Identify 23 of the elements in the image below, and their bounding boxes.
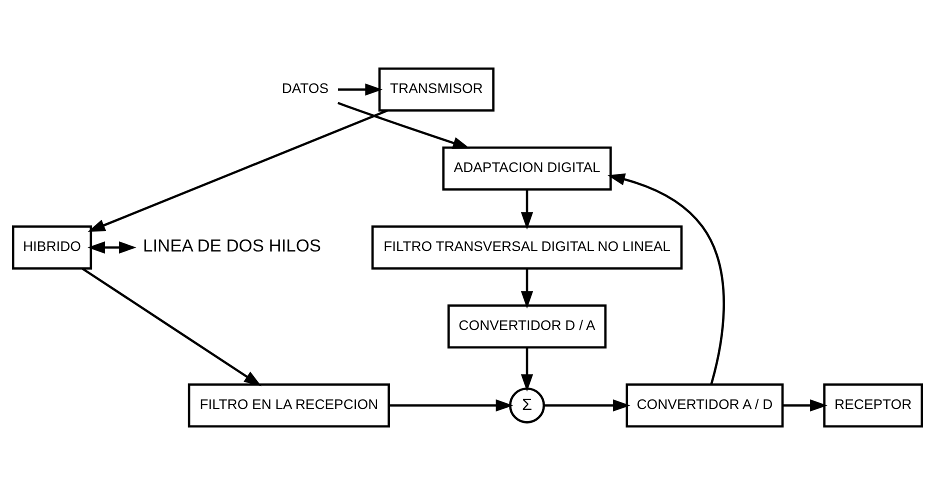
node-box: CONVERTIDOR D / A [447, 304, 607, 349]
arrow [520, 268, 534, 309]
arrow [82, 268, 262, 386]
arrow [88, 110, 388, 232]
arrow [607, 173, 725, 385]
arrow [520, 190, 534, 230]
arrow [388, 399, 514, 412]
arrow [544, 399, 630, 412]
arrow [88, 241, 136, 254]
node-box: CONVERTIDOR A / D [626, 383, 784, 428]
node-text: LINEA DE DOS HILOS [143, 236, 322, 256]
node-box: FILTRO EN LA RECEPCION [188, 383, 390, 428]
node-box: FILTRO TRANSVERSAL DIGITAL NO LINEAL [371, 225, 683, 270]
arrow [782, 399, 828, 412]
arrow [338, 83, 383, 96]
arrow [338, 102, 470, 149]
node-text: DATOS [282, 80, 329, 96]
node-box: TRANSMISOR [378, 67, 494, 112]
node-box: HIBRIDO [12, 225, 92, 270]
node-box: ADAPTACION DIGITAL [442, 146, 612, 191]
node-box: RECEPTOR [823, 383, 924, 428]
node-circle: Σ [509, 387, 546, 424]
arrow [520, 348, 534, 392]
